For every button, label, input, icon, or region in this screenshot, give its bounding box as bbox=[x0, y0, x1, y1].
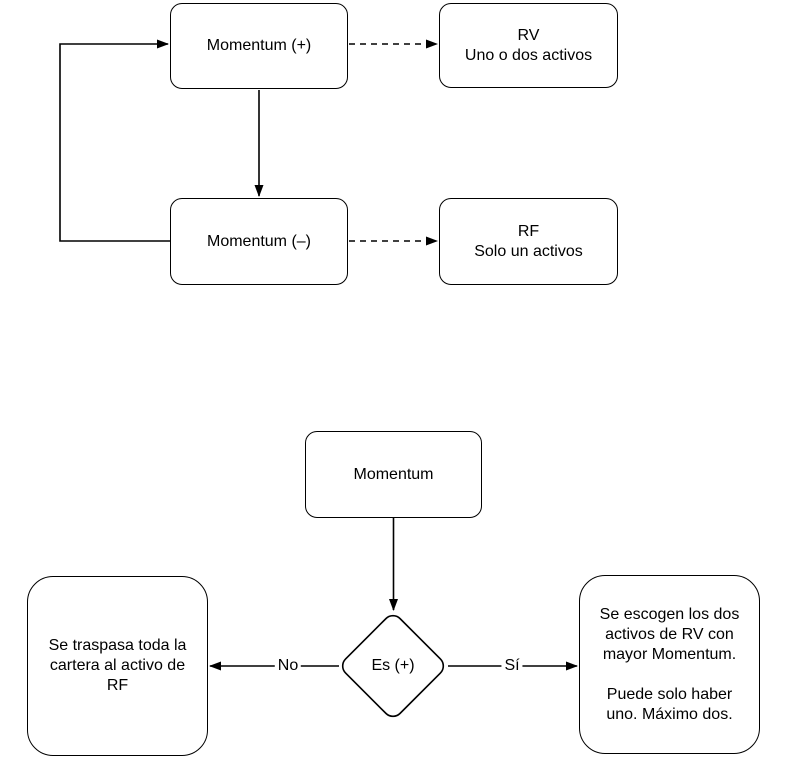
node-rv-title: RV bbox=[517, 26, 540, 44]
node-rv-subtitle: Uno o dos activos bbox=[464, 46, 593, 64]
decision-diamond-label: Es (+) bbox=[371, 657, 415, 674]
arrow-loop-minus-to-plus bbox=[59, 39, 170, 242]
node-yes-result-line-4: Puede solo haber bbox=[606, 685, 733, 703]
node-yes-result-line-5: uno. Máximo dos. bbox=[606, 705, 733, 723]
node-no-result-line-1: Se traspasa toda la bbox=[48, 637, 187, 654]
node-rf-title: RF bbox=[517, 222, 540, 240]
node-momentum-label: Momentum bbox=[353, 465, 434, 483]
node-momentum-plus-label: Momentum (+) bbox=[206, 37, 312, 54]
node-yes-result-line-2: activos de RV con bbox=[605, 625, 734, 643]
node-rf-subtitle: Solo un activos bbox=[474, 242, 583, 260]
node-rf: RF Solo un activos bbox=[439, 198, 618, 285]
node-no-result: Se traspasa toda la cartera al activo de… bbox=[27, 576, 208, 756]
node-yes-result-line-1: Se escogen los dos bbox=[599, 605, 740, 623]
node-momentum-plus: Momentum (+) bbox=[170, 3, 348, 89]
node-momentum-minus-label: Momentum (–) bbox=[206, 232, 312, 250]
edge-label-no: No bbox=[274, 657, 302, 675]
node-momentum-minus: Momentum (–) bbox=[170, 198, 348, 285]
decision-diamond-shape bbox=[341, 614, 445, 718]
node-yes-result-line-3: mayor Momentum. bbox=[602, 645, 737, 663]
node-no-result-line-2: cartera al activo de bbox=[49, 657, 186, 674]
node-no-result-line-3: RF bbox=[106, 677, 129, 694]
node-yes-result: Se escogen los dos activos de RV con may… bbox=[579, 575, 760, 754]
node-momentum: Momentum bbox=[305, 431, 482, 518]
edge-label-yes: Sí bbox=[501, 657, 523, 675]
node-rv: RV Uno o dos activos bbox=[439, 3, 618, 88]
